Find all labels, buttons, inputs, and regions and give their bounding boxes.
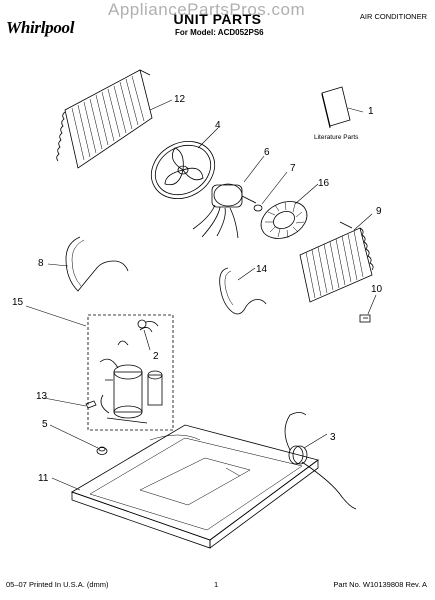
footer-part-number: Part No. W10139808 Rev. A [333,580,427,589]
footer-page-number: 1 [214,580,219,589]
callout-1: 1 [368,106,374,117]
part-blower-wheel [260,201,308,239]
callout-3: 3 [330,432,336,443]
callout-15: 15 [12,297,24,308]
brand-logo: Whirlpool [6,18,75,37]
part-condenser-coil [56,69,153,169]
watermark-text: AppliancePartsPros.com [108,0,306,19]
callout-4: 4 [215,120,221,131]
part-tube-8 [65,236,129,292]
part-literature [321,86,351,129]
part-fan-motor [192,183,257,239]
part-screw [85,400,97,409]
part-bracket [359,314,371,323]
part-capillary-coil [284,412,357,510]
part-tube-14 [219,267,267,315]
callout-7: 7 [290,163,296,174]
callout-2: 2 [153,351,159,362]
callout-10: 10 [371,284,383,295]
part-fan-shroud [150,140,216,200]
part-grommet [96,447,108,455]
callout-16: 16 [318,178,330,189]
callout-14: 14 [256,264,268,275]
part-compressor [99,327,163,424]
model-line: For Model: ACD052PS6 [175,28,264,37]
part-2 [137,319,147,329]
callout-11: 11 [38,473,49,484]
callout-9: 9 [376,206,382,217]
part-base-pan [71,424,319,549]
literature-label: Literature Parts [314,134,359,141]
part-evaporator-coil [299,221,374,303]
callout-13: 13 [36,391,48,402]
page-title: UNIT PARTS [173,11,262,27]
callout-12: 12 [174,94,186,105]
callout-5: 5 [42,419,48,430]
compressor-group-box [87,314,174,431]
document-type: AIR CONDITIONER [359,12,427,21]
callout-8: 8 [38,258,44,269]
footer-printed: 05–07 Printed In U.S.A. (dmm) [6,580,109,589]
callout-6: 6 [264,147,270,158]
part-clip [253,204,263,212]
